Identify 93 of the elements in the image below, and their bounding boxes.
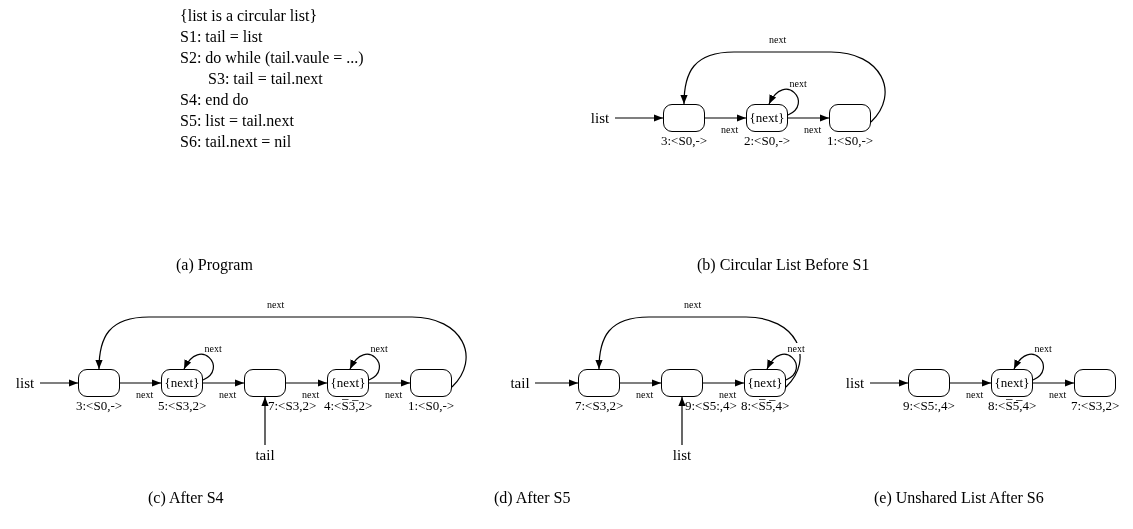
node-annotation: 1:<S0,-> bbox=[827, 133, 874, 149]
program-line: S3: tail = tail.next bbox=[208, 69, 323, 89]
edge-label: next bbox=[720, 124, 740, 135]
variable-label: list bbox=[667, 445, 697, 465]
edge-label: next bbox=[683, 299, 703, 310]
program-line: S2: do while (tail.vaule = ...) bbox=[180, 48, 364, 68]
node-annotation: 4:<S̅3̅,2> bbox=[324, 398, 373, 414]
variable-label: tail bbox=[250, 445, 280, 465]
variable-label: list bbox=[10, 373, 40, 393]
edge-label: next bbox=[1048, 389, 1068, 400]
arrow bbox=[949, 379, 992, 387]
program-line: {list is a circular list} bbox=[180, 6, 318, 26]
arrow bbox=[349, 353, 380, 381]
program-line: S5: list = tail.next bbox=[180, 111, 294, 131]
node-annotation: 9:<S5:,4> bbox=[903, 398, 955, 414]
list-node-box bbox=[746, 104, 788, 132]
edge-label: next bbox=[718, 389, 738, 400]
arrow bbox=[39, 379, 79, 387]
program-line: S4: end do bbox=[180, 90, 249, 110]
arrow bbox=[680, 51, 886, 123]
node-annotation: 8:<S̅5̅,4> bbox=[741, 398, 790, 414]
variable-label: list bbox=[585, 108, 615, 128]
list-node-box bbox=[244, 369, 286, 397]
arrow bbox=[678, 396, 686, 446]
list-node-box bbox=[991, 369, 1033, 397]
panel-caption: (b) Circular List Before S1 bbox=[697, 255, 870, 275]
arrow bbox=[119, 379, 162, 387]
edge-label: next bbox=[369, 343, 389, 354]
arrow bbox=[595, 316, 801, 388]
list-node-box bbox=[161, 369, 203, 397]
panel-caption: (a) Program bbox=[176, 255, 253, 275]
variable-label: list bbox=[840, 373, 870, 393]
variable-label: tail bbox=[505, 373, 535, 393]
node-annotation: 7:<S3,2> bbox=[268, 398, 317, 414]
edge-label: next bbox=[135, 389, 155, 400]
arrow bbox=[1032, 379, 1075, 387]
arrow bbox=[95, 316, 467, 388]
list-node-box bbox=[1074, 369, 1116, 397]
field-set-text: {next} bbox=[164, 375, 200, 391]
edge-label: next bbox=[301, 389, 321, 400]
field-set-text: {next} bbox=[330, 375, 366, 391]
arrow bbox=[768, 88, 799, 116]
arrow bbox=[702, 379, 745, 387]
edge-label: next bbox=[266, 299, 286, 310]
list-node-box bbox=[829, 104, 871, 132]
arrow bbox=[619, 379, 662, 387]
panel-caption: (c) After S4 bbox=[148, 488, 224, 508]
arrow bbox=[202, 379, 245, 387]
program-line: S6: tail.next = nil bbox=[180, 132, 292, 152]
list-node-box bbox=[327, 369, 369, 397]
edge-label: next bbox=[803, 124, 823, 135]
arrow bbox=[766, 353, 797, 381]
edge-label: next bbox=[203, 343, 223, 354]
arrow bbox=[1013, 353, 1044, 381]
list-node-box bbox=[908, 369, 950, 397]
node-annotation: 5:<S3,2> bbox=[158, 398, 207, 414]
program-line: S1: tail = list bbox=[180, 27, 263, 47]
edge-label: next bbox=[218, 389, 238, 400]
arrow bbox=[183, 353, 214, 381]
arrow bbox=[614, 114, 664, 122]
edge-label: next bbox=[384, 389, 404, 400]
list-node-box bbox=[663, 104, 705, 132]
node-annotation: 1:<S0,-> bbox=[408, 398, 455, 414]
list-node-box bbox=[744, 369, 786, 397]
arrow bbox=[704, 114, 747, 122]
node-annotation: 3:<S0,-> bbox=[76, 398, 123, 414]
panel-caption: (e) Unshared List After S6 bbox=[874, 488, 1044, 508]
arrow bbox=[787, 114, 830, 122]
node-annotation: 8:<S̅5̅,4> bbox=[988, 398, 1037, 414]
list-node-box bbox=[410, 369, 452, 397]
field-set-text: {next} bbox=[994, 375, 1030, 391]
arrow bbox=[261, 396, 269, 446]
edge-label: next bbox=[965, 389, 985, 400]
arrow bbox=[285, 379, 328, 387]
field-set-text: {next} bbox=[749, 110, 785, 126]
arrow bbox=[368, 379, 411, 387]
panel-caption: (d) After S5 bbox=[494, 488, 571, 508]
node-annotation: 7:<S3,2> bbox=[1071, 398, 1120, 414]
edge-label: next bbox=[1033, 343, 1053, 354]
node-annotation: 3:<S0,-> bbox=[661, 133, 708, 149]
node-annotation: 2:<S0,-> bbox=[744, 133, 791, 149]
arrow bbox=[534, 379, 579, 387]
edge-label: next bbox=[786, 343, 806, 354]
arrow bbox=[869, 379, 909, 387]
list-node-box bbox=[78, 369, 120, 397]
node-annotation: 9:<S5:,4> bbox=[685, 398, 737, 414]
list-node-box bbox=[661, 369, 703, 397]
edge-label: next bbox=[635, 389, 655, 400]
field-set-text: {next} bbox=[747, 375, 783, 391]
node-annotation: 7:<S3,2> bbox=[575, 398, 624, 414]
edge-label: next bbox=[788, 78, 808, 89]
edge-label: next bbox=[768, 34, 788, 45]
list-node-box bbox=[578, 369, 620, 397]
